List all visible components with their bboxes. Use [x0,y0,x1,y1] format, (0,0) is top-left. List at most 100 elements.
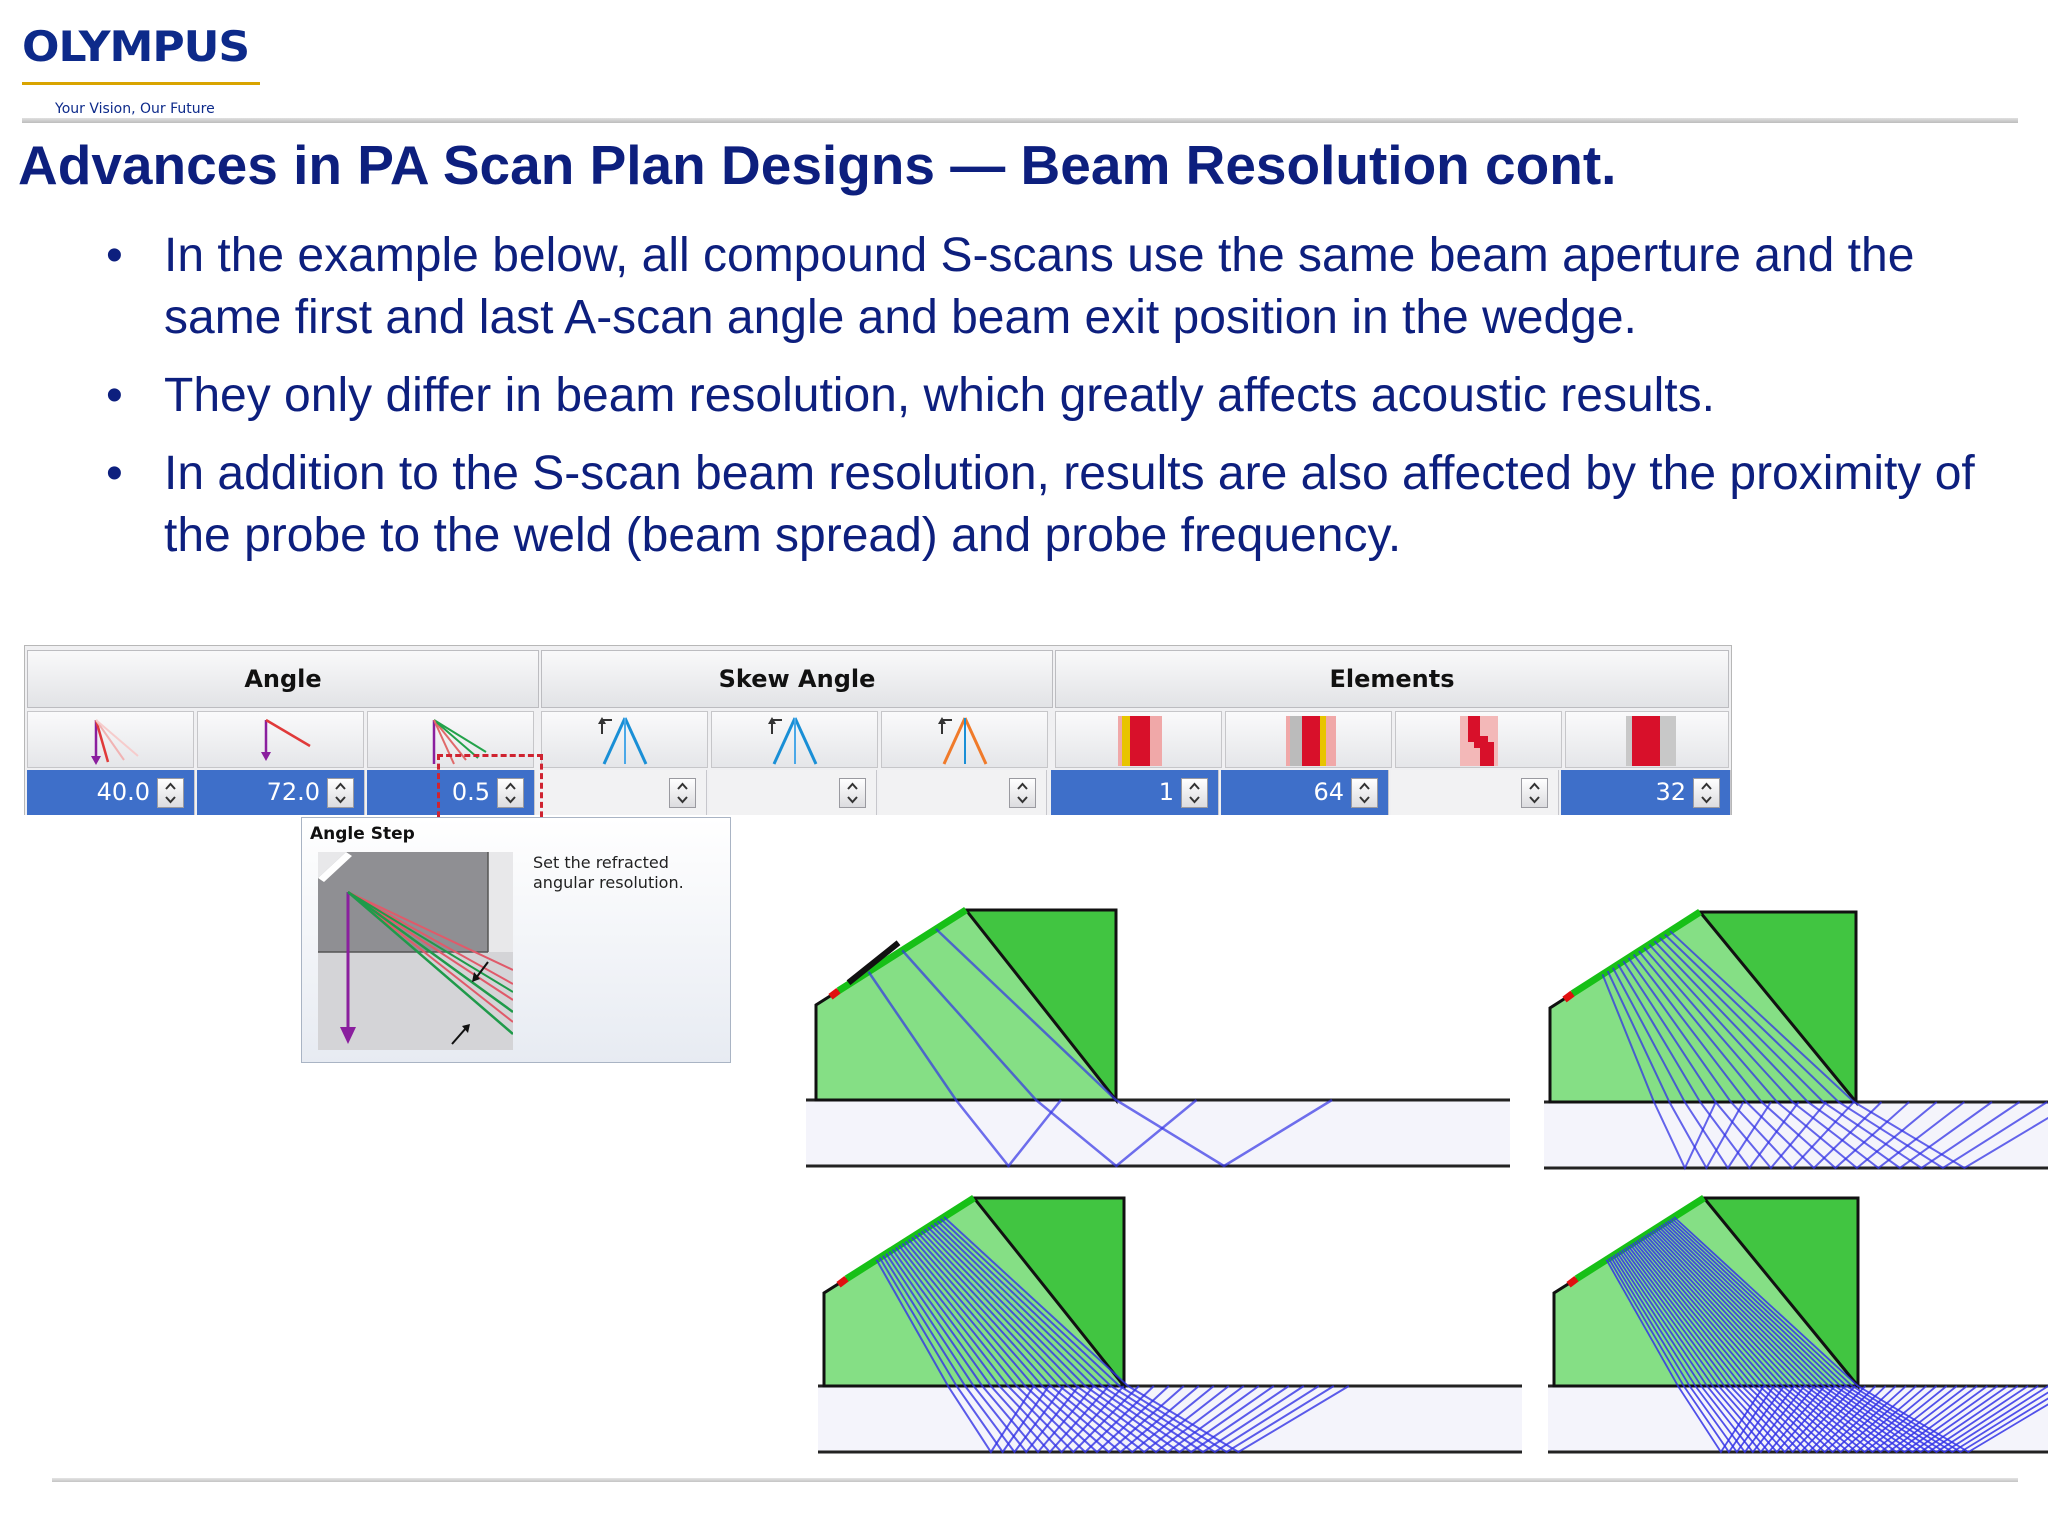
sound-beam [1640,1237,1927,1454]
bullet-item: They only differ in beam resolution, whi… [100,365,2000,427]
olympus-logo: OLYMPUS Your Vision, Our Future [22,22,262,117]
sound-beam [1621,1249,1836,1454]
angle-end-field[interactable]: 72.0 [197,770,365,815]
sound-beam [882,1255,1065,1454]
skew-end-cell[interactable] [711,711,878,768]
sound-beam [1617,963,1800,1170]
skew-end-field[interactable] [709,770,877,815]
angle-end-icon [261,718,311,761]
sound-beam [943,1216,1350,1454]
group-header-skew-angle[interactable]: Skew Angle [541,650,1053,708]
sound-beam [936,1220,1320,1454]
sound-beam [891,1248,1110,1454]
tooltip-title: Angle Step [310,824,415,844]
sound-beam [940,1218,1335,1454]
skew-step-cell[interactable] [881,711,1048,768]
skew-start-field[interactable] [539,770,707,815]
angle-end-cell[interactable] [197,711,364,768]
sound-beam [933,1222,1305,1454]
sound-beam [917,1232,1230,1454]
angle-start-icon [91,719,139,765]
element-step-field[interactable] [1391,770,1559,815]
element-aperture-spinner[interactable] [1693,778,1720,808]
sound-beam [1612,967,1772,1170]
element-first-cell[interactable] [1055,711,1222,768]
angle-step-field[interactable]: 0.5 [367,770,535,815]
sound-beam [1648,943,1965,1170]
group-header-elements[interactable]: Elements [1055,650,1729,708]
element-last-value: 64 [1313,778,1344,806]
sound-beam [923,1228,1260,1454]
element-last-cell[interactable] [1225,711,1392,768]
beam-diagram-fine [818,1195,1522,1454]
angle-start-field[interactable]: 40.0 [27,770,195,815]
probe-face [1574,1195,1706,1282]
sound-beam [907,1238,1185,1454]
beam-diagram-coarse [806,907,1510,1169]
sound-beam [1627,1245,1867,1454]
beam-diagram-finest [1548,1195,2048,1454]
sound-beam [1649,1231,1968,1454]
sound-beam [888,1251,1095,1454]
element-step-cell[interactable] [1395,711,1562,768]
probe-first-element [836,1275,849,1288]
angle-start-cell[interactable] [27,711,194,768]
element-last-icon [1286,716,1336,766]
angle-start-value: 40.0 [96,778,150,806]
sound-beam [1601,974,1717,1171]
wedge-back-block [1696,910,1858,1107]
element-first-icon [1118,716,1162,766]
element-aperture-field[interactable]: 32 [1561,770,1731,815]
wedge-back-block [970,1196,1126,1391]
sound-beam [1658,1226,2009,1454]
wedge-back-block [962,908,1118,1105]
element-first-field[interactable]: 1 [1051,770,1219,815]
header-divider [22,118,2018,123]
logo-wordmark: OLYMPUS [22,22,250,71]
bullet-item: In addition to the S-scan beam resolutio… [100,443,2000,567]
angle-end-value: 72.0 [266,778,320,806]
sound-beam [1666,1220,2048,1454]
angle-step-spinner[interactable] [497,778,524,808]
probe-first-element [828,987,841,1000]
bullet-list: In the example below, all compound S-sca… [100,225,2000,583]
sound-beam [1664,1221,2039,1454]
element-first-spinner[interactable] [1181,778,1208,808]
probe-first-element [1566,1275,1579,1288]
sound-beam [920,1230,1245,1454]
sound-beam [1616,1252,1816,1454]
skew-step-field[interactable] [879,770,1047,815]
element-step-spinner[interactable] [1521,778,1548,808]
probe-active-aperture [846,940,901,986]
spinner-arrows-icon [1359,782,1370,804]
sound-beam [1605,1259,1765,1454]
logo-tagline: Your Vision, Our Future [55,101,215,117]
sound-beam [875,1259,1035,1454]
sound-beam [1634,1241,1897,1454]
sound-beam [1662,1223,2029,1454]
element-last-spinner[interactable] [1351,778,1378,808]
element-aperture-value: 32 [1655,778,1686,806]
angle-end-spinner[interactable] [327,778,354,808]
sound-beam [927,1226,1275,1454]
angle-step-cell[interactable] [367,711,534,768]
element-last-field[interactable]: 64 [1221,770,1389,815]
skew-start-spinner[interactable] [669,778,696,808]
sound-beam [1629,1244,1877,1454]
sound-beam [935,928,1333,1168]
skew-end-spinner[interactable] [839,778,866,808]
spinner-arrows-icon [1189,782,1200,804]
skew-step-spinner[interactable] [1009,778,1036,808]
sound-beam [930,1224,1290,1454]
angle-start-spinner[interactable] [157,778,184,808]
skew-start-cell[interactable] [541,711,708,768]
element-aperture-cell[interactable] [1565,711,1729,768]
probe-face [844,1195,976,1282]
tooltip-description: Set the refracted angular resolution. [533,853,684,892]
sound-beam [1653,940,1993,1170]
group-header-angle[interactable]: Angle [27,650,539,708]
sound-beam [1669,1219,2048,1454]
sound-beam [1614,1253,1806,1454]
angle-step-value: 0.5 [451,778,490,806]
sound-beam [1651,1230,1978,1454]
